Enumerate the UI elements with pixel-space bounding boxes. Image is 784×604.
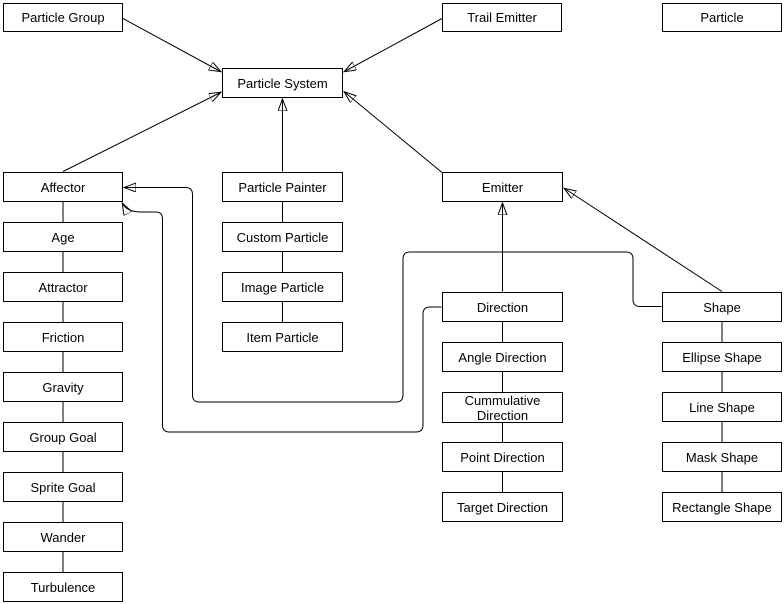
- node-label: Turbulence: [30, 579, 96, 595]
- node-label: Trail Emitter: [467, 10, 537, 25]
- node-image-particle: Image Particle: [222, 272, 343, 302]
- node-label: Particle System: [237, 75, 328, 91]
- node-label: Target Direction: [456, 499, 549, 515]
- node-label: Gravity: [42, 379, 84, 395]
- node-label: Emitter: [481, 179, 524, 195]
- node-label: Point Direction: [460, 449, 545, 465]
- node-friction: Friction: [3, 322, 123, 352]
- node-ellipse-shape: Ellipse Shape: [662, 342, 782, 372]
- node-emitter: Emitter: [442, 172, 563, 202]
- node-label: Particle: [700, 10, 744, 25]
- node-trail-emitter: Trail Emitter: [442, 3, 562, 32]
- edge-particle-group--particle-system: [122, 18, 221, 72]
- node-label: Angle Direction: [458, 349, 547, 365]
- node-angle-direction: Angle Direction: [442, 342, 563, 372]
- node-direction: Direction: [442, 292, 563, 322]
- node-turbulence: Turbulence: [3, 572, 123, 602]
- node-particle-system: Particle System: [222, 68, 343, 98]
- node-age: Age: [3, 222, 123, 252]
- node-particle: Particle: [662, 3, 782, 32]
- node-label: Custom Particle: [236, 229, 329, 245]
- node-gravity: Gravity: [3, 372, 123, 402]
- node-label: Age: [51, 229, 75, 245]
- node-label: Sprite Goal: [30, 479, 96, 495]
- node-label: Image Particle: [240, 279, 325, 295]
- edge-trail-emitter--particle-system: [345, 18, 443, 72]
- node-label: Shape: [703, 299, 741, 315]
- node-rectangle-shape: Rectangle Shape: [662, 492, 782, 522]
- node-label: Direction: [476, 299, 529, 315]
- node-label: Group Goal: [29, 429, 97, 445]
- node-shape: Shape: [662, 292, 782, 322]
- node-label: Affector: [40, 179, 86, 195]
- edge-affector--particle-system: [62, 93, 221, 172]
- node-label: Mask Shape: [685, 449, 759, 465]
- node-label: Attractor: [38, 279, 88, 295]
- node-particle-painter: Particle Painter: [222, 172, 343, 202]
- node-attractor: Attractor: [3, 272, 123, 302]
- node-label: Line Shape: [689, 399, 755, 415]
- node-point-direction: Point Direction: [442, 442, 563, 472]
- edge-direction--affector: [123, 204, 442, 433]
- node-target-direction: Target Direction: [442, 492, 563, 522]
- node-affector: Affector: [3, 172, 123, 202]
- node-label: Particle Painter: [238, 179, 327, 195]
- node-label: Rectangle Shape: [672, 499, 772, 515]
- node-line-shape: Line Shape: [662, 392, 782, 422]
- edge-shape--affector: [125, 188, 662, 403]
- node-custom-particle: Custom Particle: [222, 222, 343, 252]
- node-label: Wander: [40, 529, 86, 545]
- node-cummulative-direction: Cummulative Direction: [442, 392, 563, 423]
- node-label: Cummulative Direction: [464, 392, 541, 423]
- node-label: Ellipse Shape: [682, 349, 762, 365]
- edge-shape--emitter: [565, 189, 723, 292]
- node-label: Friction: [41, 329, 85, 345]
- node-wander: Wander: [3, 522, 123, 552]
- node-sprite-goal: Sprite Goal: [3, 472, 123, 502]
- node-particle-group: Particle Group: [3, 3, 123, 32]
- node-mask-shape: Mask Shape: [662, 442, 782, 472]
- node-group-goal: Group Goal: [3, 422, 123, 452]
- node-label: Item Particle: [246, 329, 319, 345]
- node-label: Particle Group: [21, 10, 105, 25]
- node-item-particle: Item Particle: [222, 322, 343, 352]
- edge-emitter--particle-system: [345, 92, 443, 173]
